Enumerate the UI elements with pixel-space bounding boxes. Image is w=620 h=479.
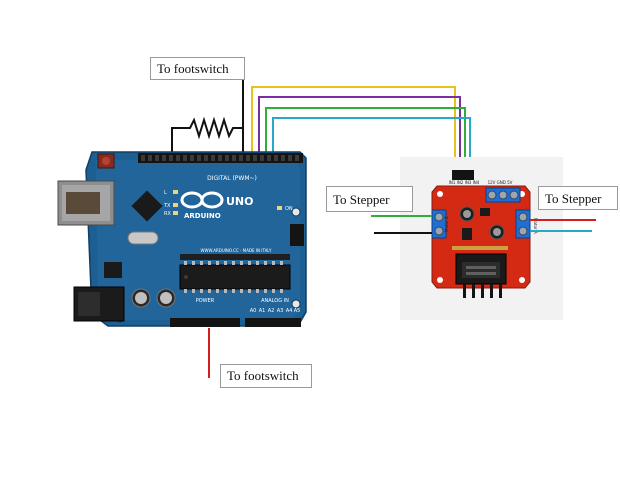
svg-text:A5: A5 xyxy=(294,308,301,314)
svg-text:A1: A1 xyxy=(259,308,266,314)
driver-power-label: 12V GND 5V xyxy=(488,180,513,185)
atmega-chip xyxy=(179,264,291,290)
svg-text:A0: A0 xyxy=(250,308,257,314)
led-l-label: L xyxy=(164,190,167,196)
motor-b-screw-terminal xyxy=(431,209,447,239)
icsp-header xyxy=(290,224,304,246)
green-wire xyxy=(265,107,466,172)
footswitch-top-wiring xyxy=(171,70,244,152)
power-screw-terminal xyxy=(485,187,521,203)
arduino-logo xyxy=(180,191,224,209)
stepper-left-label: To Stepper xyxy=(326,186,413,212)
usb-chip xyxy=(131,190,163,222)
motor-b-label: Motor B xyxy=(444,216,449,232)
l298n-driver-module: IN1 IN2 IN3 IN4 12V GND 5V Motor B Motor… xyxy=(400,157,563,320)
yellow-wire xyxy=(251,86,456,172)
l298-heatsink xyxy=(455,253,507,285)
digital-header-label: DIGITAL (PWM~) xyxy=(207,175,257,182)
arduino-site-text: WWW.ARDUINO.CC - MADE IN ITALY xyxy=(201,248,272,253)
arduino-to-driver-wires xyxy=(251,86,471,172)
footswitch-top-label: To footswitch xyxy=(150,57,245,80)
stepper-wires-right xyxy=(530,219,596,232)
driver-input-label: IN1 IN2 IN3 IN4 xyxy=(449,180,480,185)
power-header xyxy=(170,318,240,327)
svg-text:A2: A2 xyxy=(268,308,275,314)
resistor-icon xyxy=(171,116,243,152)
stepper-wires-left xyxy=(371,215,432,234)
svg-text:A4: A4 xyxy=(286,308,293,314)
analog-header-label: ANALOG IN xyxy=(261,298,289,304)
led-on-label: ON xyxy=(285,206,293,212)
arduino-model: UNO xyxy=(226,195,254,208)
stepper-right-label: To Stepper xyxy=(538,186,618,210)
arduino-brand: ARDUINO xyxy=(184,212,221,220)
footswitch-bottom-label: To footswitch xyxy=(220,364,312,388)
led-rx-label: RX xyxy=(164,211,171,217)
power-header-label: POWER xyxy=(196,298,215,304)
analog-header xyxy=(245,318,301,327)
cyan-wire xyxy=(272,117,471,172)
driver-input-header xyxy=(452,170,474,180)
crystal xyxy=(127,231,159,245)
motor-a-label: Motor A xyxy=(533,218,538,234)
svg-text:A3: A3 xyxy=(277,308,284,314)
motor-a-screw-terminal xyxy=(515,209,531,239)
led-tx-label: TX xyxy=(163,203,171,209)
arduino-uno-board: DIGITAL (PWM~) ARDUINO UNO L TX RX ON xyxy=(57,151,307,327)
l298-pins xyxy=(463,284,502,298)
purple-wire xyxy=(258,96,461,172)
capacitors xyxy=(131,288,176,308)
